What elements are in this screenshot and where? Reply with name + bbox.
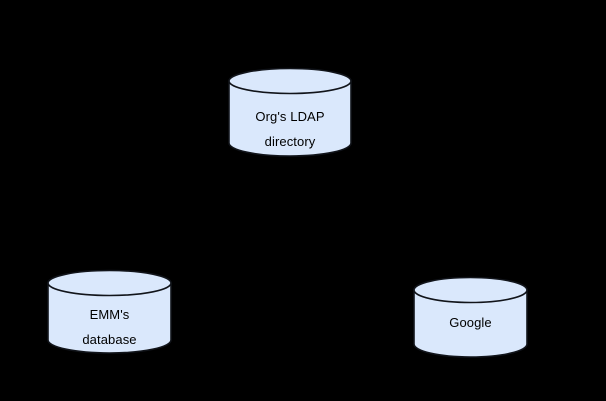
database-node-emm[interactable]: EMM's database: [47, 269, 172, 354]
database-node-google[interactable]: Google: [413, 276, 528, 358]
cylinder-icon: [413, 276, 528, 358]
cylinder-icon: [228, 67, 352, 157]
cylinder-icon: [47, 269, 172, 354]
database-node-ldap[interactable]: Org's LDAP directory: [228, 67, 352, 157]
